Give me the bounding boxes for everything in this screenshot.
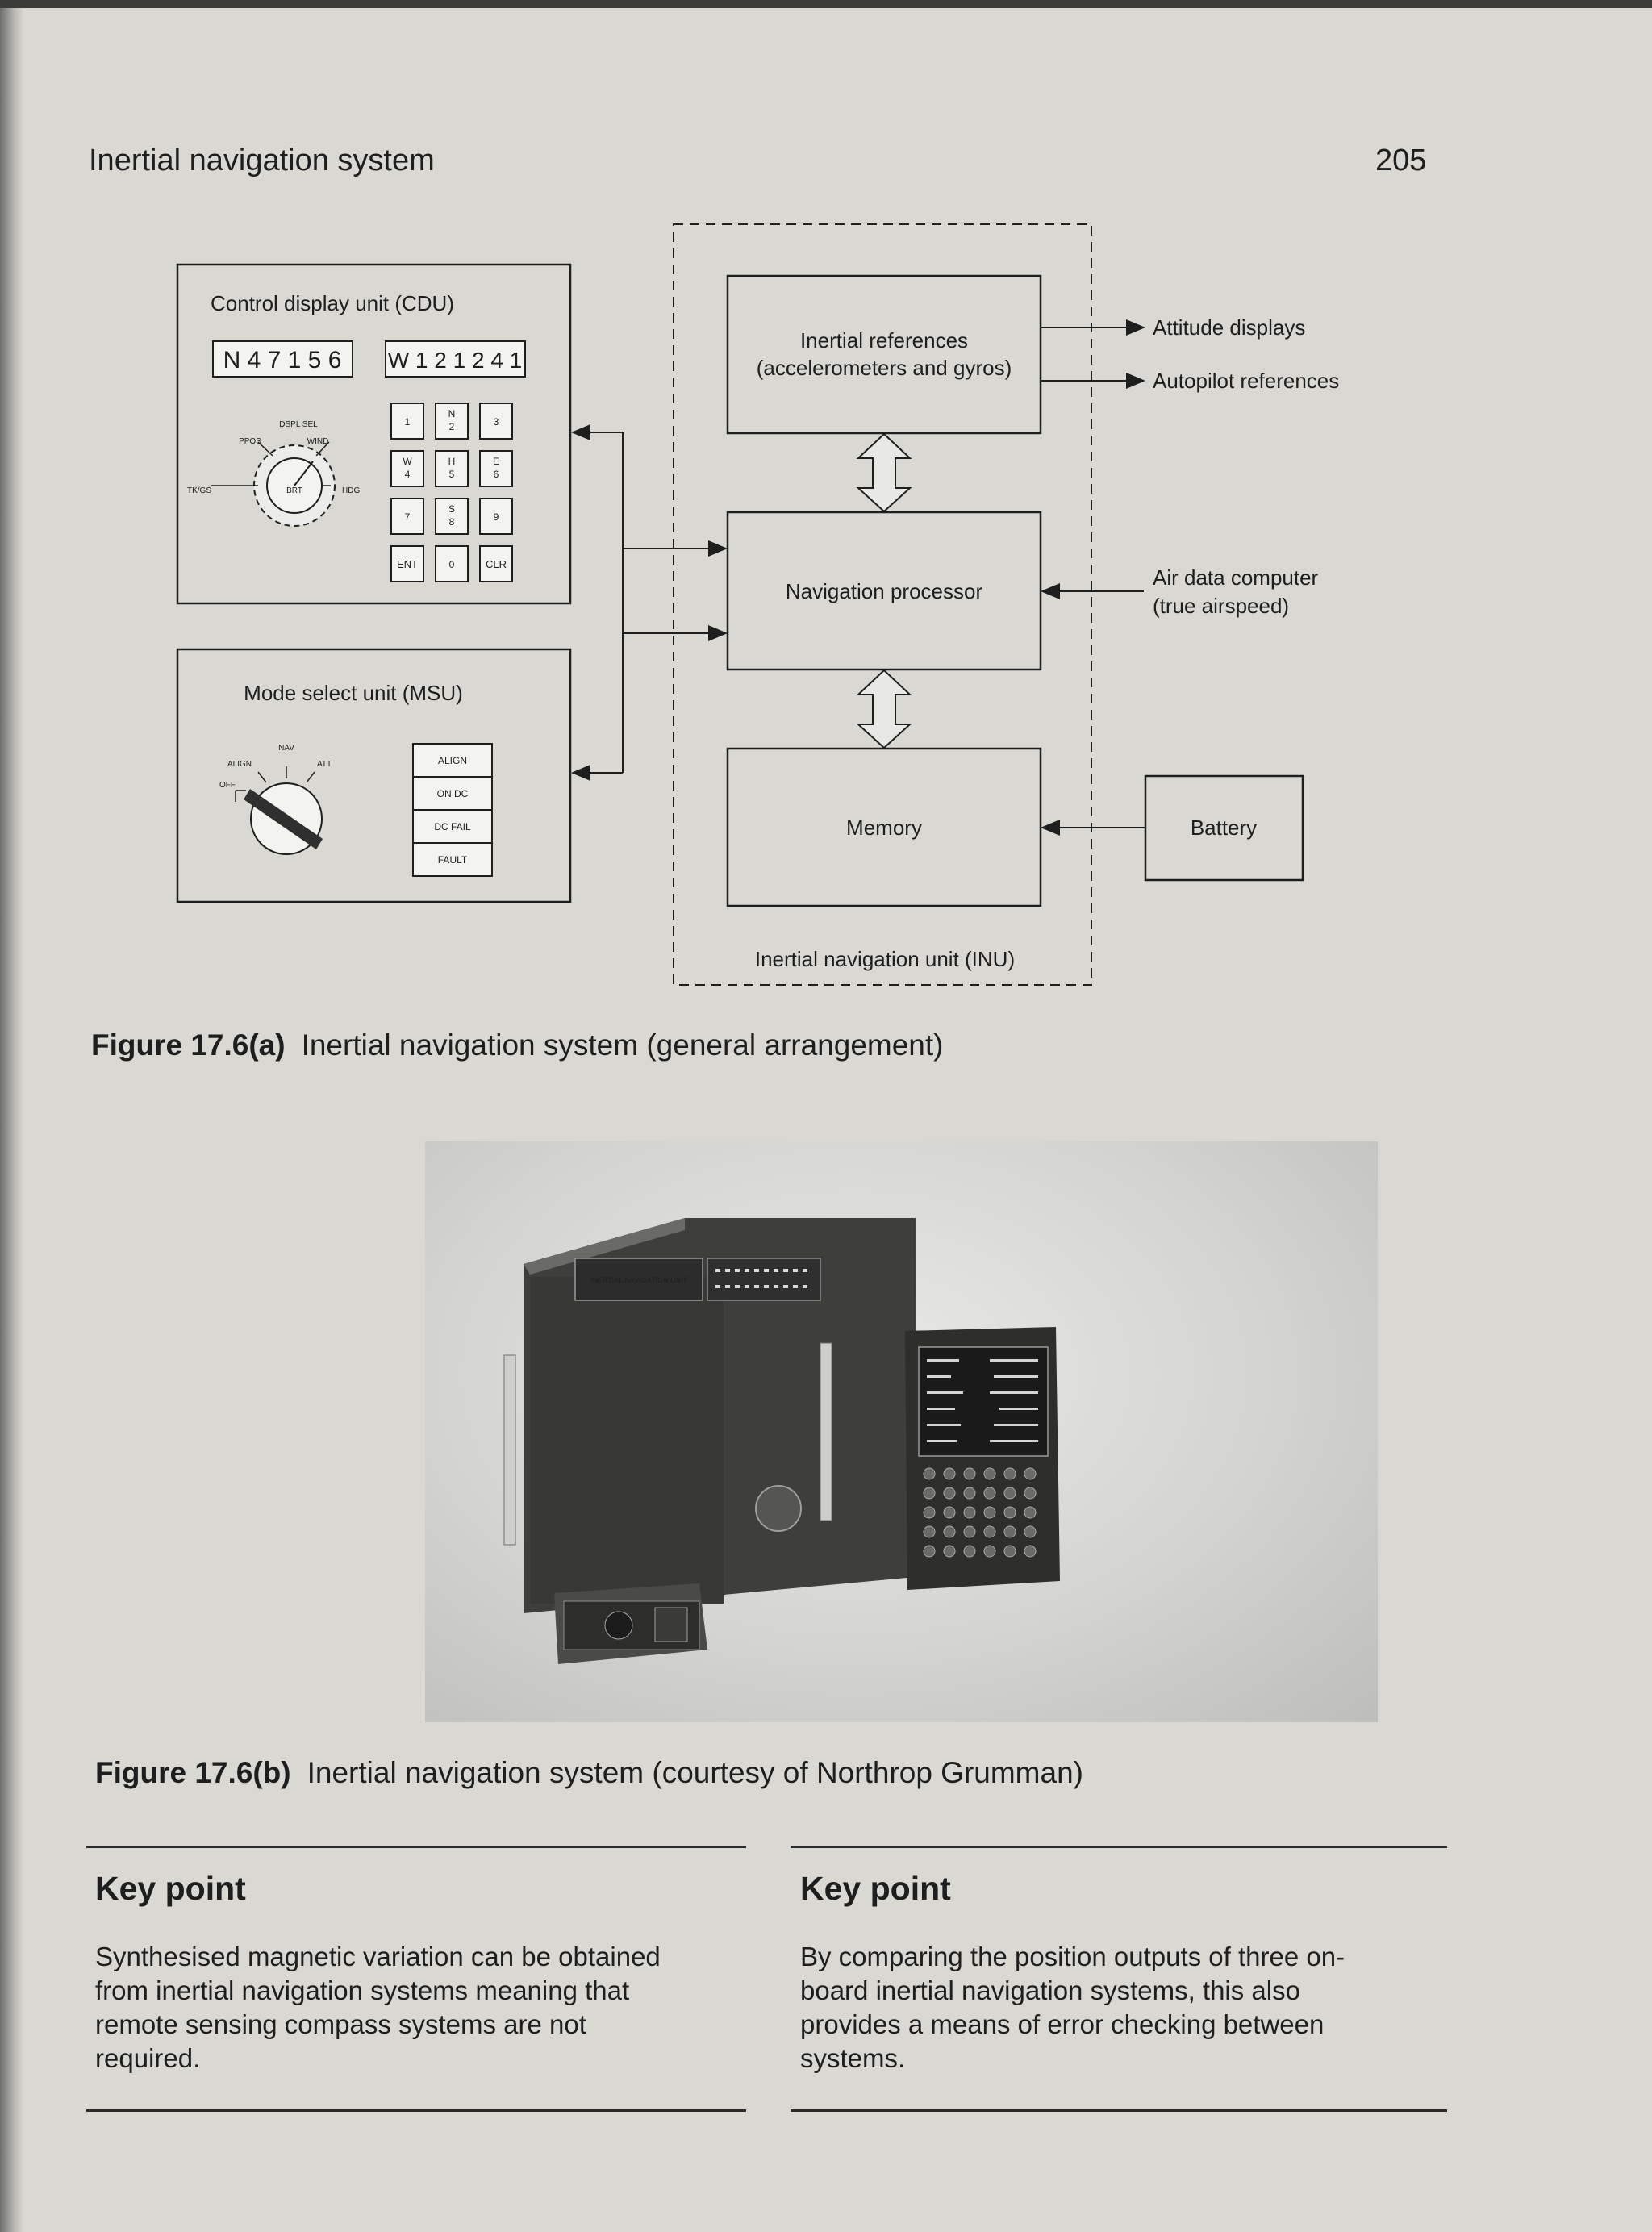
annunciator-fault-label: FAULT [438, 854, 468, 866]
figure-b-number: Figure 17.6(b) [95, 1756, 291, 1789]
cdu-display-selector-knob [211, 442, 335, 526]
selector-label-hdg: HDG [342, 486, 360, 495]
figure-a-number: Figure 17.6(a) [91, 1028, 286, 1062]
cdu-key-label: 3 [494, 416, 499, 428]
msu-label-att: ATT [317, 760, 332, 769]
key-point-1-line: required. [95, 2042, 661, 2076]
bus-arrow-processor-memory [858, 670, 910, 748]
inertial-references-line2: (accelerometers and gyros) [757, 356, 1012, 380]
bus-arrow-refs-processor [858, 434, 910, 511]
cdu-display-right-value: W 1 2 1 2 4 1 [388, 348, 523, 373]
key-point-2-line: systems. [800, 2042, 1345, 2076]
key-point-2-line: provides a means of error checking betwe… [800, 2008, 1345, 2042]
msu-title: Mode select unit (MSU) [244, 681, 463, 705]
cdu-key-label: 6 [494, 469, 499, 480]
autopilot-references-label: Autopilot references [1153, 369, 1339, 393]
cdu-key-label: S [448, 503, 455, 515]
annunciator-on-dc-label: ON DC [437, 788, 469, 799]
cdu-display-left-value: N 4 7 1 5 6 [223, 347, 342, 373]
memory-label: Memory [846, 816, 922, 840]
key-point-1-body: Synthesised magnetic variation can be ob… [95, 1940, 661, 2076]
key-point-1-top-rule [86, 1846, 746, 1848]
battery-label: Battery [1191, 816, 1257, 840]
selector-label-dspl-sel: DSPL SEL [279, 420, 318, 429]
key-point-2-line: board inertial navigation systems, this … [800, 1974, 1345, 2008]
msu-label-align: ALIGN [227, 760, 252, 769]
cdu-key-label: 9 [494, 511, 499, 523]
attitude-displays-label: Attitude displays [1153, 315, 1305, 340]
key-point-2-body: By comparing the position outputs of thr… [800, 1940, 1345, 2076]
msu-mode-switch [236, 766, 323, 854]
cdu-key-label: 2 [449, 421, 455, 432]
ins-block-diagram: Inertial navigation unit (INU) Inertial … [0, 0, 1652, 1049]
selector-label-ppos: PPOS [239, 437, 261, 446]
ins-equipment-photo: INERTIAL NAVIGATION UNIT [425, 1141, 1378, 1722]
inu-label: Inertial navigation unit (INU) [755, 947, 1015, 971]
msu-label-off: OFF [219, 781, 236, 790]
key-point-2-bottom-rule [791, 2109, 1447, 2112]
key-point-2-line: By comparing the position outputs of thr… [800, 1940, 1345, 1974]
cdu-key-label: N [448, 408, 456, 419]
cdu-msu-bus [573, 432, 726, 773]
annunciator-align-label: ALIGN [438, 755, 467, 766]
figure-b-caption: Figure 17.6(b) Inertial navigation system… [95, 1756, 1083, 1790]
inertial-references-box [728, 276, 1041, 433]
cdu-title: Control display unit (CDU) [211, 291, 454, 315]
key-point-2-top-rule [791, 1846, 1447, 1848]
figure-a-caption: Figure 17.6(a) Inertial navigation system… [91, 1028, 943, 1062]
inu-panel-text: INERTIAL NAVIGATION UNIT [590, 1276, 688, 1284]
cdu-key-label: E [493, 456, 499, 467]
msu-label-nav: NAV [278, 744, 294, 753]
ins-equipment-illustration: INERTIAL NAVIGATION UNIT [425, 1141, 1378, 1722]
cdu-key-label: CLR [486, 558, 507, 570]
cdu-key-label: 0 [449, 559, 455, 570]
cdu-key-label: 7 [405, 511, 411, 523]
cdu-key-label: ENT [397, 558, 418, 570]
selector-label-brt: BRT [286, 486, 302, 495]
key-point-1-line: Synthesised magnetic variation can be ob… [95, 1940, 661, 1974]
selector-label-tkgs: TK/GS [187, 486, 211, 495]
cdu-key-label: 4 [405, 469, 411, 480]
selector-label-wind: WIND [307, 437, 329, 446]
annunciator-dc-fail-label: DC FAIL [434, 821, 471, 832]
inertial-references-line1: Inertial references [800, 328, 968, 353]
cdu-key-label: 8 [449, 516, 455, 528]
air-data-line2: (true airspeed) [1153, 594, 1289, 618]
cdu-key-label: W [403, 456, 412, 467]
key-point-1-line: from inertial navigation systems meaning… [95, 1974, 661, 2008]
air-data-line1: Air data computer [1153, 565, 1319, 590]
figure-a-text: Inertial navigation system (general arra… [302, 1028, 944, 1062]
key-point-1-line: remote sensing compass systems are not [95, 2008, 661, 2042]
figure-b-text: Inertial navigation system (courtesy of … [307, 1756, 1083, 1789]
cdu-key-label: 1 [405, 416, 411, 428]
cdu-screen [919, 1347, 1048, 1456]
navigation-processor-label: Navigation processor [786, 579, 983, 603]
key-point-1-bottom-rule [86, 2109, 746, 2112]
cdu-key-label: 5 [449, 469, 455, 480]
key-point-2-title: Key point [800, 1870, 951, 1908]
cdu-key-label: H [448, 456, 456, 467]
key-point-1-title: Key point [95, 1870, 246, 1908]
